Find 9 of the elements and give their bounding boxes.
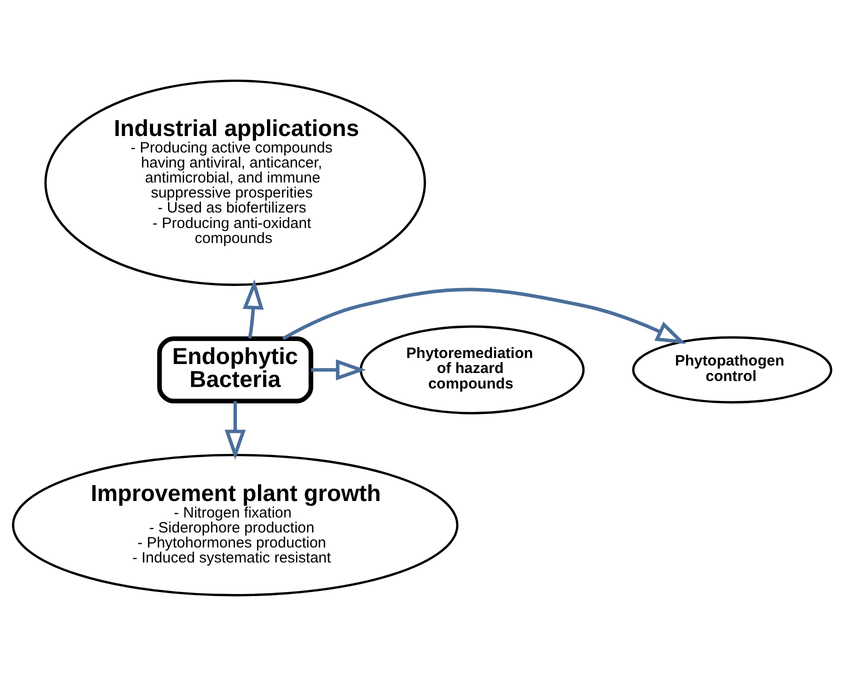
arrow xyxy=(311,359,366,380)
arrow xyxy=(282,288,686,344)
node-ellipse: Industrial applications - Producing active compounds having antiviral, anticancer, antimicrobial, and immune suppressive prosperities - Used as biofertilizers - Producing anti-oxidant compounds xyxy=(44,80,426,286)
arrow xyxy=(224,401,246,460)
node-ellipse: Phytoremediation of hazard compounds xyxy=(360,325,585,414)
arrow xyxy=(242,279,264,339)
node-ellipse: Phytopathogen control xyxy=(632,336,832,404)
node-ellipse: Improvement plant growth - Nitrogen fixation - Siderophore production - Phytohormones production - Induced systematic resistant xyxy=(12,454,458,596)
node-box: Endophytic Bacteria xyxy=(157,336,314,404)
